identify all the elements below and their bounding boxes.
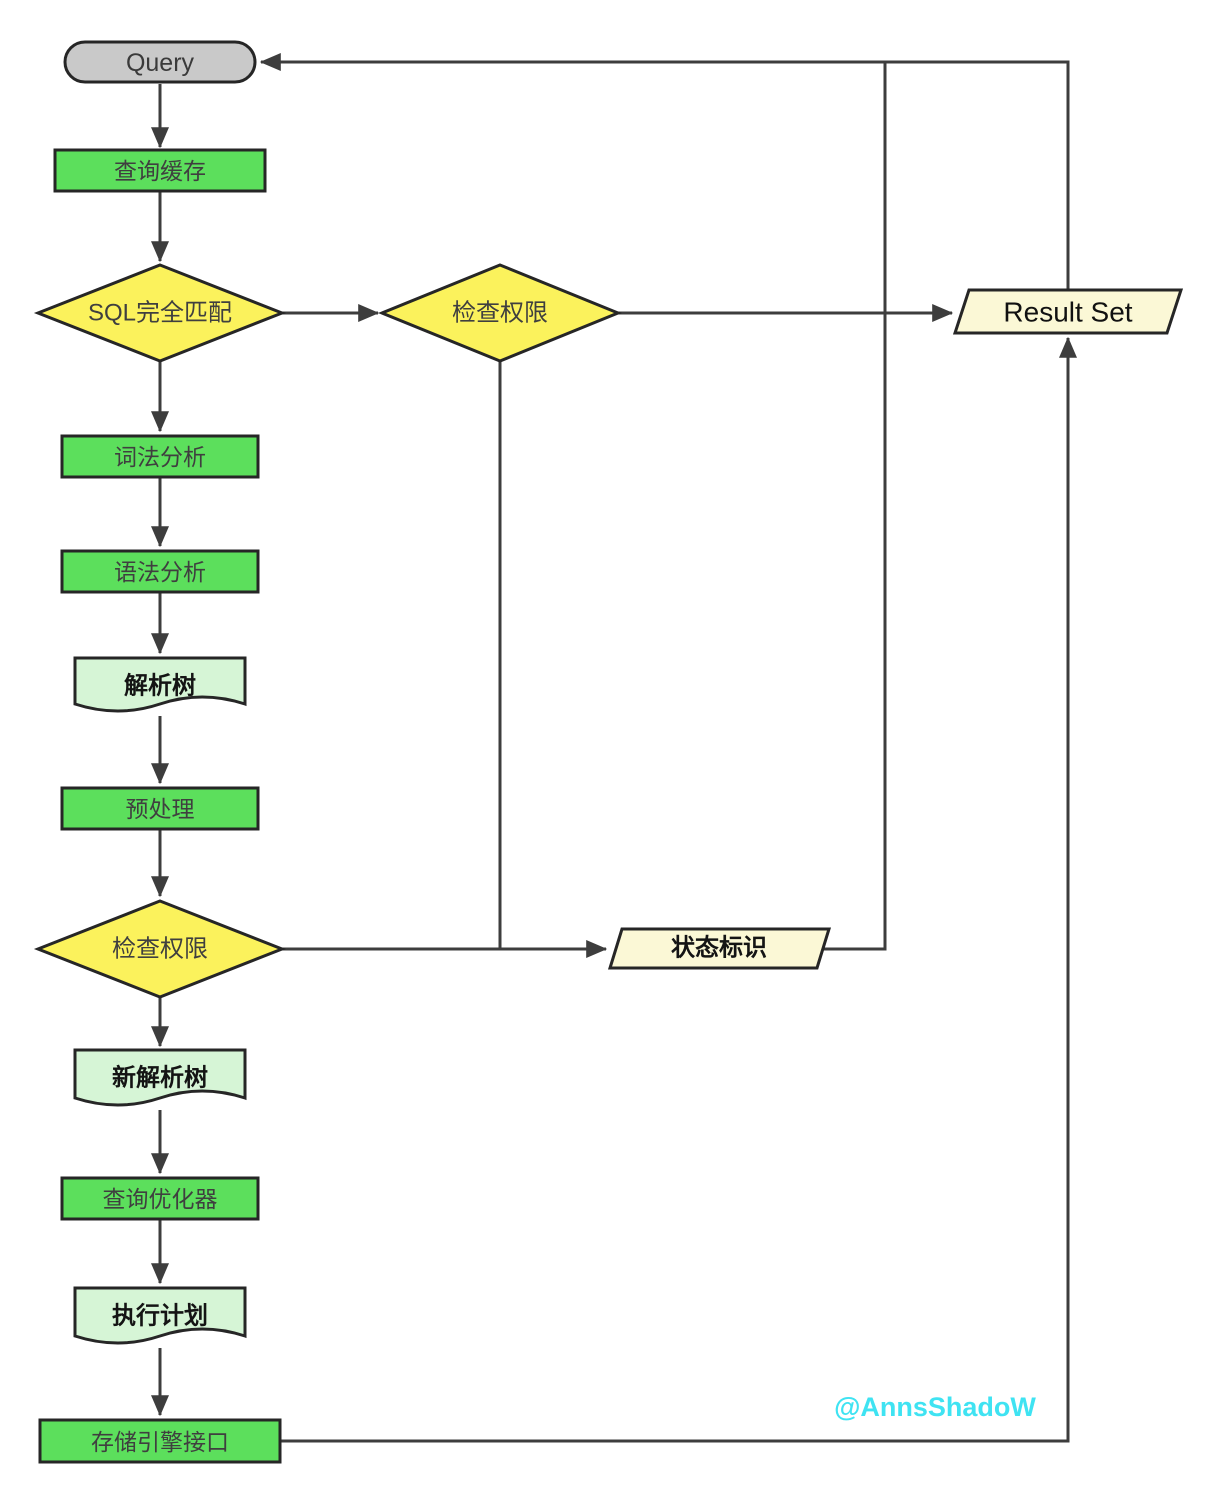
edge-status-flag-loop <box>823 62 887 951</box>
node-syntax-analysis: 语法分析 <box>60 549 260 594</box>
node-query-cache: 查询缓存 <box>53 148 267 193</box>
query-cache-label: 查询缓存 <box>114 158 206 184</box>
node-lexical-analysis: 词法分析 <box>60 434 260 479</box>
query-optimizer-label: 查询优化器 <box>103 1186 218 1212</box>
check-privileges-bottom-diamond <box>33 899 287 999</box>
preprocess-shape <box>60 786 260 831</box>
check-privileges-bottom-label: 检查权限 <box>112 936 208 963</box>
execution-plan-document-shape <box>73 1286 247 1345</box>
syntax-analysis-label: 语法分析 <box>114 559 206 585</box>
storage-engine-interface-label: 存储引擎接口 <box>91 1429 229 1455</box>
lexical-analysis-label: 词法分析 <box>114 444 206 470</box>
parse-tree-document-shape <box>73 656 247 713</box>
syntax-analysis-shape <box>60 549 260 594</box>
sql-match-diamond <box>33 263 287 363</box>
status-flag-parallelogram <box>607 927 832 970</box>
node-check-privileges-top: 检查权限 <box>378 263 622 363</box>
query-optimizer-shape <box>60 1176 260 1221</box>
lexical-analysis-shape <box>60 434 260 479</box>
execution-plan-label: 执行计划 <box>112 1302 208 1330</box>
edge-storage-engine-to-result-set <box>280 336 1077 1443</box>
status-flag-label: 状态标识 <box>671 934 767 962</box>
node-execution-plan: 执行计划 <box>73 1286 247 1345</box>
parse-tree-label: 解析树 <box>124 672 196 700</box>
node-status-flag: 状态标识 <box>607 927 832 970</box>
node-sql-match: SQL完全匹配 <box>33 263 287 363</box>
storage-engine-interface-shape <box>38 1418 282 1464</box>
edge-result-set-to-query <box>259 53 1070 290</box>
query-cache-shape <box>53 148 267 193</box>
node-check-privileges-bottom: 检查权限 <box>33 899 287 999</box>
check-privileges-top-label: 检查权限 <box>452 300 548 327</box>
new-parse-tree-document-shape <box>73 1048 247 1107</box>
edges <box>151 53 1077 1443</box>
preprocess-label: 预处理 <box>126 796 195 822</box>
node-query-optimizer: 查询优化器 <box>60 1176 260 1221</box>
node-storage-engine-interface: 存储引擎接口 <box>38 1418 282 1464</box>
query-terminal-shape <box>63 40 257 84</box>
result-set-parallelogram <box>952 288 1184 335</box>
node-preprocess: 预处理 <box>60 786 260 831</box>
sql-match-label: SQL完全匹配 <box>88 300 232 327</box>
node-query: Query <box>63 40 257 84</box>
check-privileges-top-diamond <box>378 263 622 363</box>
node-parse-tree: 解析树 <box>73 656 247 713</box>
node-result-set: Result Set <box>952 288 1184 335</box>
query-label: Query <box>126 49 195 77</box>
new-parse-tree-label: 新解析树 <box>112 1064 208 1092</box>
node-new-parse-tree: 新解析树 <box>73 1048 247 1107</box>
result-set-label: Result Set <box>1003 297 1132 328</box>
watermark-text: @AnnsShadoW <box>834 1392 1036 1422</box>
